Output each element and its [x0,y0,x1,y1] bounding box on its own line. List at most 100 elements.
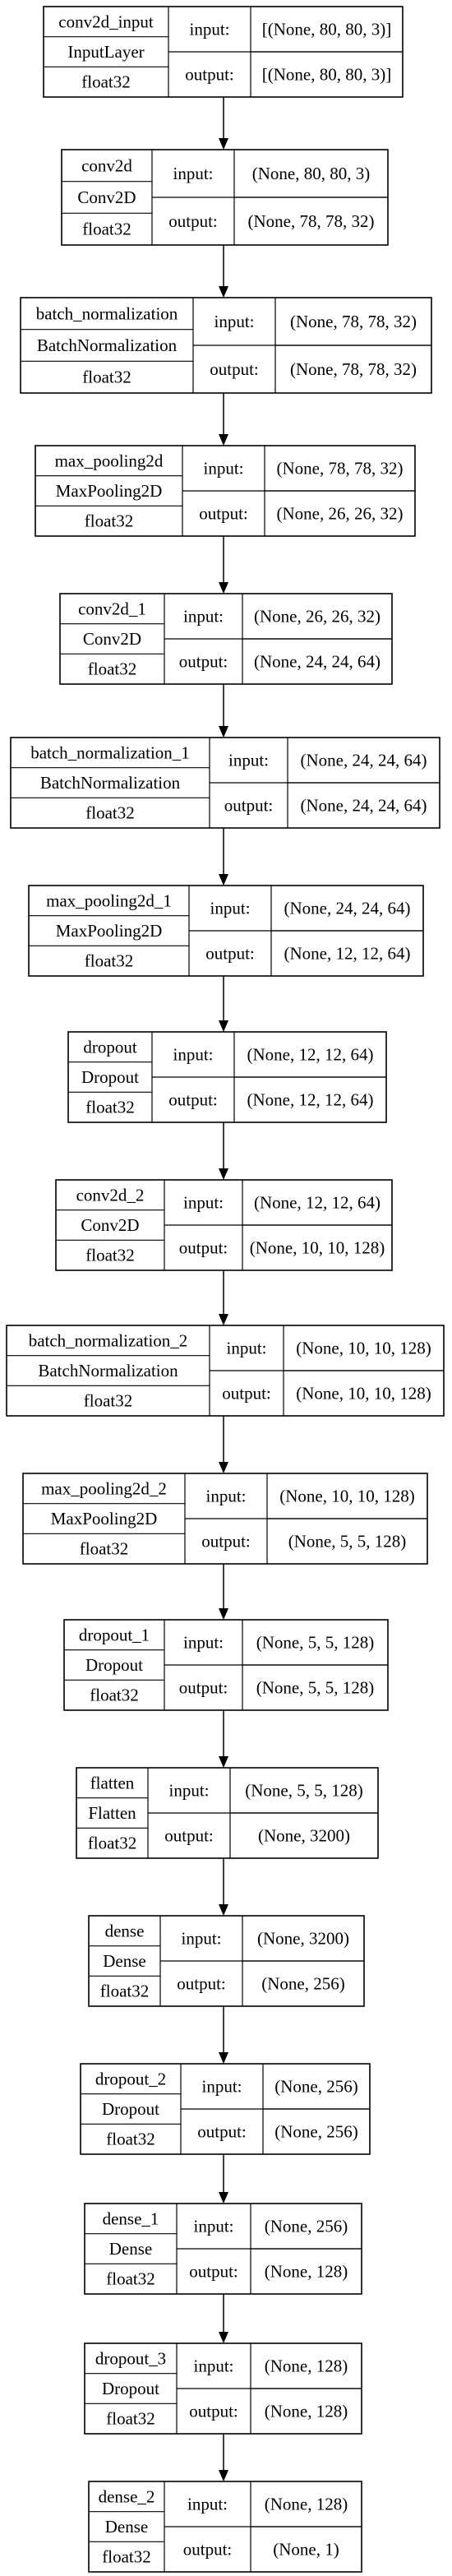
input-shape: (None, 26, 26, 32) [254,607,381,627]
output-shape: (None, 12, 12, 64) [247,1090,374,1110]
layer-name: dense [105,1921,145,1940]
layer-dtype: float32 [100,1982,149,2001]
output-shape: (None, 24, 24, 64) [301,796,427,816]
layer-type: InputLayer [67,42,144,62]
layer-dtype: float32 [85,511,133,531]
output-label: output: [185,65,234,85]
layer-type: Dropout [85,1655,143,1675]
arrow-head-icon [219,1756,228,1768]
arrow-head-icon [219,1608,228,1620]
output-label: output: [197,2122,247,2142]
output-shape: (None, 5, 5, 128) [288,1532,406,1552]
layer-dtype: float32 [84,1391,132,1411]
arrow-head-icon [219,1314,228,1325]
arrow-head-icon [219,434,228,446]
output-shape: (None, 12, 12, 64) [284,944,411,964]
arrow-head-icon [219,2470,228,2481]
output-shape: (None, 256) [274,2122,357,2142]
layer-node: flattenFlattenfloat32input:output:(None,… [76,1767,379,1859]
output-label: output: [183,2540,233,2560]
input-label: input: [168,1781,209,1801]
layer-name: conv2d_1 [78,599,146,618]
arrow-head-icon [219,2332,228,2343]
output-label: output: [179,1678,228,1698]
layer-type: Dense [105,2517,148,2537]
output-shape: (None, 5, 5, 128) [256,1678,374,1698]
input-label: input: [226,1339,266,1358]
layer-name: conv2d_2 [76,1185,145,1205]
input-label: input: [201,2077,242,2097]
arrow-head-icon [219,2192,228,2204]
layer-type: Dense [109,2239,152,2259]
layer-dtype: float32 [82,368,131,387]
layer-type: Dropout [102,2379,159,2398]
output-shape: (None, 10, 10, 128) [296,1384,431,1404]
input-shape: (None, 10, 10, 128) [296,1339,431,1358]
layer-dtype: float32 [85,951,133,971]
layer-name: dropout_3 [95,2348,166,2368]
arrow-head-icon [219,1462,228,1473]
layer-name: dropout_1 [79,1625,150,1644]
layer-node: batch_normalization_1BatchNormalizationf… [10,737,440,829]
arrow-head-icon [219,286,228,298]
arrow-head-icon [219,582,228,594]
layer-name: dropout_2 [95,2069,166,2088]
input-shape: (None, 256) [274,2077,357,2097]
input-label: input: [183,607,224,627]
output-shape: (None, 256) [261,1974,344,1994]
input-shape: (None, 10, 10, 128) [279,1487,414,1506]
input-shape: (None, 5, 5, 128) [245,1781,362,1801]
input-shape: (None, 24, 24, 64) [301,751,427,770]
input-shape: (None, 256) [265,2217,348,2236]
layer-type: Dropout [102,2099,159,2119]
output-label: output: [189,2402,238,2421]
input-label: input: [205,1487,246,1506]
layer-node: max_pooling2dMaxPooling2Dfloat32input:ou… [35,445,416,537]
output-shape: (None, 24, 24, 64) [254,652,381,672]
input-label: input: [193,2356,233,2376]
input-label: input: [183,1633,224,1653]
output-shape: (None, 78, 78, 32) [248,211,375,231]
output-shape: (None, 128) [265,2402,348,2421]
output-shape: (None, 78, 78, 32) [290,359,417,379]
layer-node: batch_normalizationBatchNormalizationflo… [20,297,432,394]
input-label: input: [187,2495,228,2514]
layer-name: batch_normalization_1 [30,742,190,762]
output-label: output: [189,2262,238,2282]
input-shape: (None, 12, 12, 64) [254,1193,381,1213]
input-label: input: [193,2217,233,2236]
layer-dtype: float32 [81,72,130,92]
layer-node: dropout_1Dropoutfloat32input:output:(Non… [63,1619,389,1711]
output-label: output: [210,359,259,379]
output-shape: (None, 128) [265,2262,348,2282]
layer-type: MaxPooling2D [56,481,163,501]
layer-name: max_pooling2d_1 [46,890,172,910]
layer-type: MaxPooling2D [56,921,163,941]
output-label: output: [168,1090,218,1110]
layer-type: Conv2D [81,1215,139,1235]
layer-dtype: float32 [88,659,136,679]
arrow-head-icon [219,2052,228,2064]
layer-name: max_pooling2d_2 [41,1478,167,1498]
input-label: input: [210,899,250,918]
layer-type: BatchNormalization [38,1361,178,1380]
layer-dtype: float32 [106,2269,155,2289]
input-shape: (None, 78, 78, 32) [277,459,404,479]
layer-name: batch_normalization [36,303,178,323]
output-shape: (None, 10, 10, 128) [250,1238,385,1258]
layer-dtype: float32 [106,2130,155,2149]
layer-type: Conv2D [77,187,136,207]
layer-name: dense_2 [99,2486,155,2506]
arrow-head-icon [219,874,228,886]
layer-dtype: float32 [85,803,134,823]
input-label: input: [214,312,254,331]
layer-name: conv2d [81,155,132,175]
connection-arrows [219,97,228,2481]
layer-name: max_pooling2d [55,451,164,470]
input-shape: (None, 78, 78, 32) [290,312,417,331]
input-label: input: [173,1045,213,1065]
layer-dtype: float32 [82,220,131,239]
